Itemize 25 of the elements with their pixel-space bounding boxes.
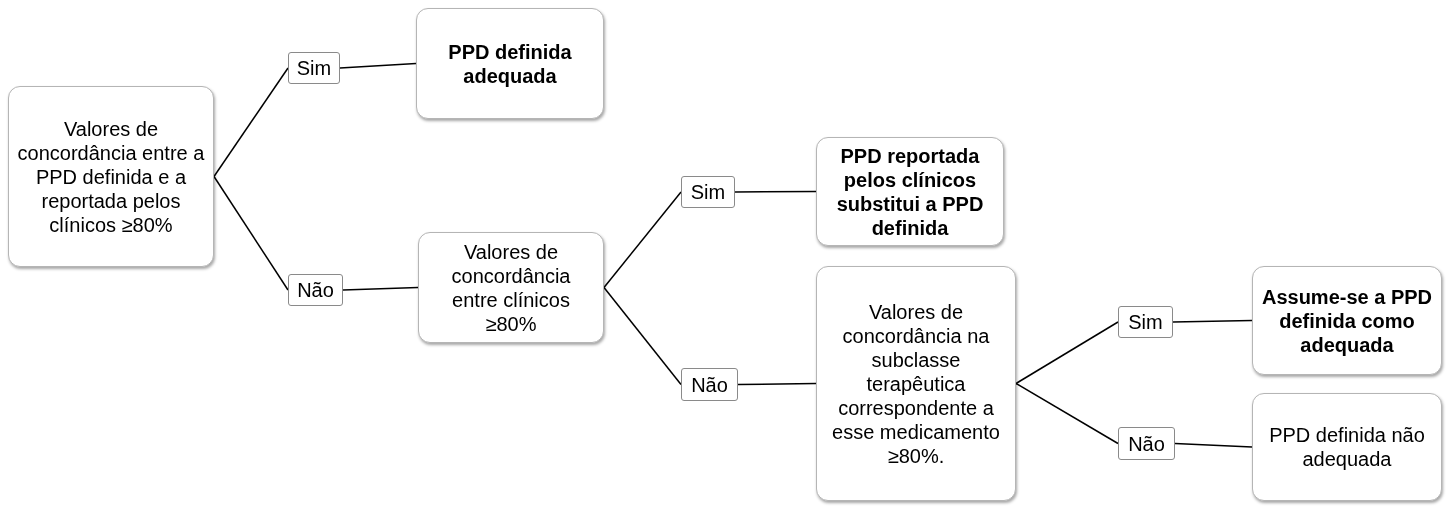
connector-line bbox=[213, 175, 289, 291]
connector-line bbox=[1015, 382, 1119, 445]
connector-line bbox=[603, 191, 682, 289]
answer-tag: Sim bbox=[288, 52, 340, 84]
connector-line bbox=[1172, 319, 1253, 323]
connector-line bbox=[339, 62, 417, 69]
process-box: PPD definida adequada bbox=[416, 8, 604, 119]
connector-line bbox=[603, 286, 682, 386]
connector-line bbox=[1015, 321, 1119, 385]
answer-tag: Não bbox=[288, 274, 343, 306]
answer-tag: Não bbox=[681, 368, 738, 401]
connector-line bbox=[213, 67, 289, 178]
process-box: PPD reportada pelos clínicos substitui a PPD definida bbox=[816, 137, 1004, 246]
answer-tag: Não bbox=[1118, 427, 1175, 460]
process-box: Valores de concordância entre clínicos ≥80% bbox=[418, 232, 604, 343]
connector-line bbox=[734, 190, 817, 193]
answer-tag: Sim bbox=[681, 176, 735, 208]
process-box: Assume-se a PPD definida como adequada bbox=[1252, 266, 1442, 375]
answer-tag: Sim bbox=[1118, 306, 1173, 338]
connector-line bbox=[737, 382, 817, 386]
process-box: PPD definida não adequada bbox=[1252, 393, 1442, 501]
connector-line bbox=[342, 286, 419, 291]
connector-line bbox=[1174, 442, 1253, 448]
process-box: Valores de concordância entre a PPD definida e a reportada pelos clínicos ≥80% bbox=[8, 86, 214, 267]
process-box: Valores de concordância na subclasse terapêutica correspondente a esse medicamento ≥80%. bbox=[816, 266, 1016, 501]
